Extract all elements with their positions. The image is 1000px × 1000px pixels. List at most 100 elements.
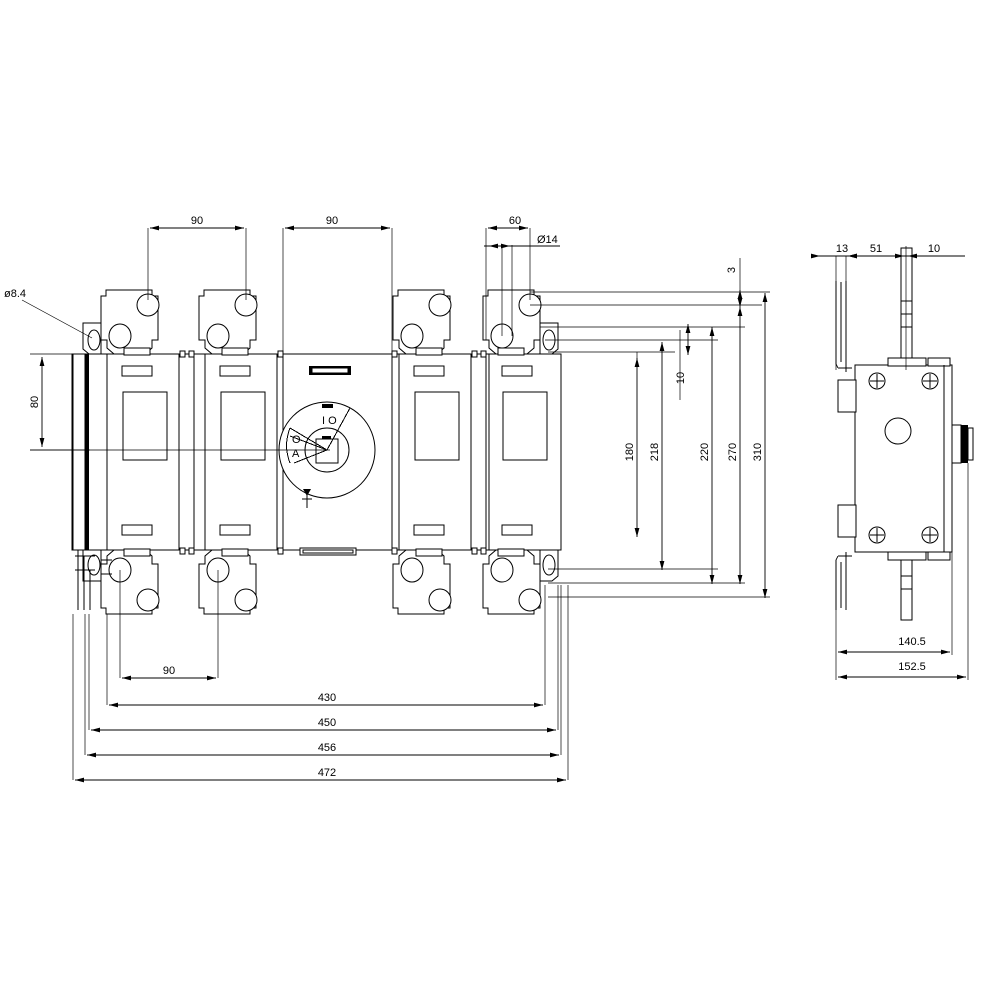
side-view <box>835 247 974 621</box>
dim-top-dia14: Ø14 <box>537 234 558 246</box>
side-right-connector-dark <box>960 425 968 463</box>
pole1-lug-bot <box>123 548 151 557</box>
front-view: I O O A <box>30 289 562 615</box>
dim-top-90-a: 90 <box>191 215 203 227</box>
side-shaft-bot <box>900 551 913 621</box>
dim-top-90-b: 90 <box>326 215 338 227</box>
handle-sector-lines <box>289 407 351 464</box>
dim-side-10: 10 <box>928 243 940 255</box>
tab-d2 <box>480 350 487 358</box>
tab-b2 <box>277 547 284 555</box>
pole4-slot-bottom <box>501 524 533 536</box>
pole3-slot-bottom <box>413 524 445 536</box>
screw-bot-left <box>868 526 886 544</box>
dim-top-60: 60 <box>509 215 521 227</box>
pole2-slot-bottom <box>219 524 251 536</box>
pole1-slot-bottom <box>121 524 153 536</box>
pole2-slot-top <box>219 365 251 377</box>
pole4-bot-hole-a <box>490 557 514 583</box>
dim-right-10: 10 <box>675 372 687 384</box>
pole1-bot-hole-b <box>136 588 160 612</box>
dim-side-1405: 140.5 <box>898 636 926 648</box>
handle-sector-arc-left <box>286 427 291 464</box>
pole2-window <box>220 391 266 461</box>
pole3-bot-hole-a <box>400 557 424 583</box>
dim-right-180: 180 <box>624 443 636 461</box>
tab-a3 <box>179 547 186 555</box>
pole2-lug-bot <box>221 548 249 557</box>
tab-a2 <box>188 350 195 358</box>
side-center-boss <box>884 417 912 445</box>
side-shaft-top-base <box>887 357 927 367</box>
pole3-bot-hole-b <box>428 588 452 612</box>
left-dimensions: ø8.4 80 <box>4 288 93 451</box>
right-mounting-bracket <box>539 322 559 582</box>
side-screws <box>868 372 939 544</box>
body-internal-lines <box>106 354 562 550</box>
dim-side-1525: 152.5 <box>898 661 926 673</box>
tab-d3 <box>471 547 478 555</box>
pole1-slot-top <box>121 365 153 377</box>
side-shaft-bot-base <box>887 551 927 561</box>
dim-bottom-472: 472 <box>318 767 336 779</box>
handle-aux-marking: A <box>292 448 300 460</box>
handle-square-shaft <box>315 438 339 464</box>
pole2-bot-hole-b <box>234 588 258 612</box>
ground-symbol <box>302 489 312 508</box>
pole-module-1 <box>100 289 180 615</box>
dim-left-dia84: ø8.4 <box>4 288 26 300</box>
dim-left-80: 80 <box>29 396 41 408</box>
side-foot-right <box>927 551 951 561</box>
screw-top-right <box>921 372 939 390</box>
tab-a4 <box>188 547 195 555</box>
pole2-top-hole-b <box>206 323 230 349</box>
screw-bot-right <box>921 526 939 544</box>
left-rail-bar <box>85 354 89 550</box>
dim-bottom-450: 450 <box>318 717 336 729</box>
handle-base-plate-inner <box>302 549 354 554</box>
side-right-connector-cap <box>967 427 974 461</box>
dim-side-51: 51 <box>870 243 882 255</box>
dim-side-13: 13 <box>836 243 848 255</box>
pole2-lug-top <box>221 347 249 356</box>
top-dimensions: 90 90 60 Ø14 <box>147 215 560 352</box>
pole-module-3 <box>392 289 472 615</box>
pole1-window <box>122 391 168 461</box>
pole4-slot-top <box>501 365 533 377</box>
handle-on-marking: I O <box>322 415 337 427</box>
pole3-window <box>414 391 460 461</box>
handle-off-marking: O <box>292 434 301 446</box>
dim-right-220: 220 <box>699 443 711 461</box>
bottom-dimensions: 90 430 450 456 472 <box>72 570 569 783</box>
side-clip-top <box>837 379 857 413</box>
tab-c2 <box>391 547 398 555</box>
pole3-lug-bot <box>415 548 443 557</box>
pole4-bot-hole-b <box>518 588 542 612</box>
handle-index-mark-inner <box>322 436 331 439</box>
dim-right-218: 218 <box>649 443 661 461</box>
pole-separator-tabs <box>179 350 487 555</box>
dim-right-3: 3 <box>726 267 738 273</box>
tab-b1 <box>277 350 284 358</box>
pole1-top-hole-b <box>108 323 132 349</box>
pole4-window <box>502 391 548 461</box>
handle-index-mark-top <box>322 404 333 408</box>
dim-right-310: 310 <box>752 443 764 461</box>
pole3-top-hole-b <box>400 323 424 349</box>
side-view-dimensions: 13 51 10 140.5 152.5 <box>811 243 969 680</box>
side-shaft-top <box>900 247 913 366</box>
dim-bottom-456: 456 <box>318 742 336 754</box>
dim-bottom-430: 430 <box>318 692 336 704</box>
side-foot-right-top <box>927 357 951 367</box>
tab-d1 <box>471 350 478 358</box>
pole4-lug-bot <box>497 548 525 557</box>
side-clip-bot <box>837 504 857 538</box>
left-mounting-bracket <box>75 322 112 610</box>
dim-bottom-90: 90 <box>163 665 175 677</box>
brand-nameplate-inner <box>311 367 349 374</box>
tab-c1 <box>391 350 398 358</box>
mounting-hole-84 <box>87 329 101 351</box>
tab-d4 <box>480 547 487 555</box>
